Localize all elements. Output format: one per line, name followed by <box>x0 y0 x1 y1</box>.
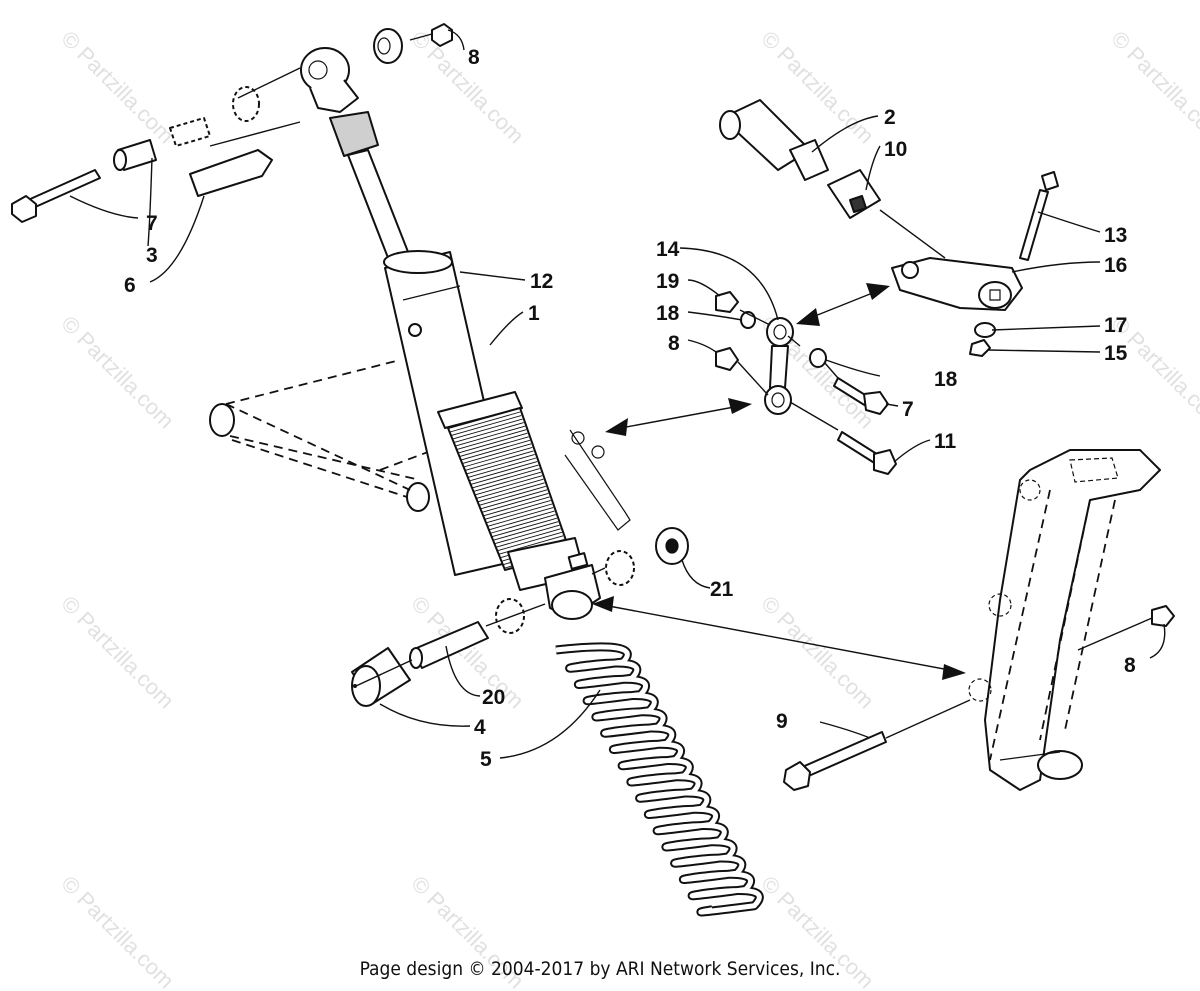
callout-10: 10 <box>884 138 907 161</box>
callout-17: 17 <box>1104 314 1127 337</box>
callout-15: 15 <box>1104 342 1128 365</box>
callout-20: 20 <box>482 686 505 709</box>
watermark: © Partzilla.com <box>406 26 529 149</box>
watermark: © Partzilla.com <box>56 26 179 149</box>
callout-14: 14 <box>656 238 680 261</box>
callout-18: 18 <box>656 302 680 325</box>
callout-5: 5 <box>480 748 492 771</box>
callout-11: 11 <box>934 430 957 453</box>
watermark: © Partzilla.com <box>56 591 179 714</box>
callout-4: 4 <box>474 716 486 739</box>
watermark: © Partzilla.com <box>56 311 179 434</box>
watermark: © Partzilla.com <box>1106 26 1200 149</box>
callout-16: 16 <box>1104 254 1127 277</box>
spindle <box>783 449 1175 791</box>
footer-copyright: Page design © 2004-2017 by ARI Network S… <box>359 958 841 980</box>
lower-hardware <box>351 527 689 707</box>
connector-arrows <box>592 283 966 680</box>
callout-7: 7 <box>146 212 158 235</box>
callout-labels: 8 7 3 6 12 1 2 10 13 16 14 19 18 8 17 15… <box>124 46 1136 771</box>
callout-18: 18 <box>934 368 958 391</box>
callout-8: 8 <box>1124 654 1136 677</box>
callout-9: 9 <box>776 710 788 733</box>
callout-8: 8 <box>468 46 480 69</box>
leader-lines <box>69 29 1166 759</box>
coil-spring <box>555 642 764 917</box>
shock-absorber <box>300 47 601 620</box>
watermark: © Partzilla.com <box>756 591 879 714</box>
callout-19: 19 <box>656 270 679 293</box>
callout-21: 21 <box>710 578 734 601</box>
a-arm-outline <box>209 359 631 531</box>
top-hardware <box>11 23 453 223</box>
callout-13: 13 <box>1104 224 1127 247</box>
callout-1: 1 <box>528 302 540 325</box>
linkage-assembly <box>715 99 1059 475</box>
callout-3: 3 <box>146 244 158 267</box>
callout-12: 12 <box>530 270 553 293</box>
callout-8: 8 <box>668 332 680 355</box>
callout-6: 6 <box>124 274 136 297</box>
callout-7: 7 <box>902 398 914 421</box>
callout-2: 2 <box>884 106 896 129</box>
